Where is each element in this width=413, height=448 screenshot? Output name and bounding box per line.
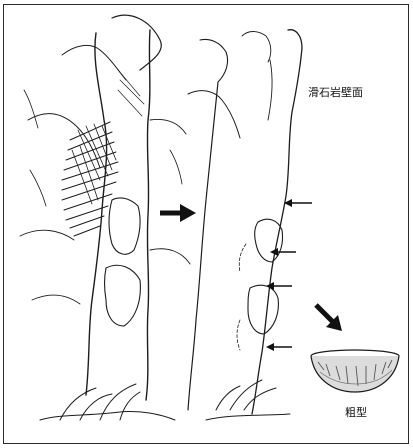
small-arrow-icon	[266, 199, 312, 351]
rock-wall-sketch-left	[20, 15, 190, 420]
mold-label: 粗型	[345, 407, 367, 418]
rock-wall-outline-right	[188, 30, 302, 420]
wall-surface-label: 滑石岩壁面	[308, 87, 363, 98]
diagonal-arrow-icon	[316, 305, 342, 331]
right-arrow-icon	[160, 204, 196, 222]
rough-mold-bowl	[311, 350, 399, 392]
